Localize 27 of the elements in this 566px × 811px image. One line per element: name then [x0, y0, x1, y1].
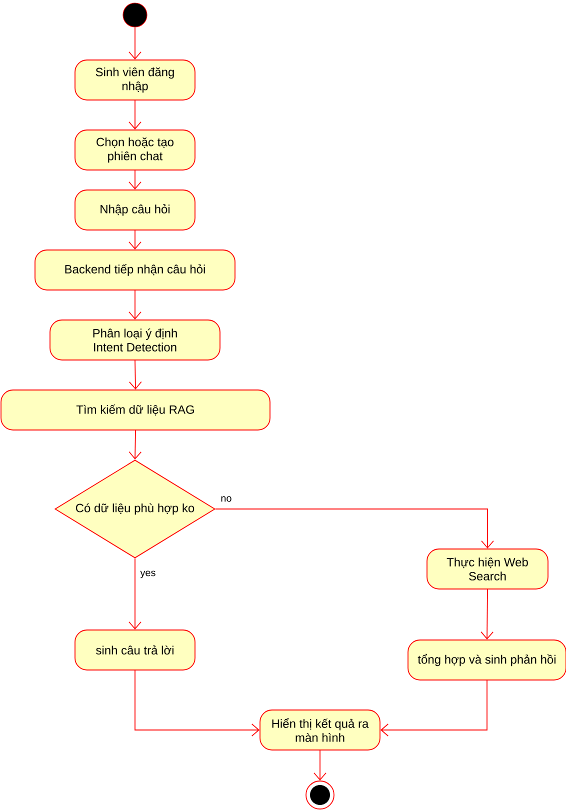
start-node [122, 2, 148, 28]
arrow [128, 230, 142, 250]
arrow [128, 360, 142, 390]
activity-box: Chọn hoặc tạo phiên chat [74, 130, 196, 170]
activity-box: Sinh viên đăng nhập [74, 60, 196, 100]
edge-label: no [220, 495, 233, 503]
arrow [128, 430, 142, 460]
arrow [480, 589, 494, 640]
arrow [215, 508, 494, 549]
arrow [128, 100, 142, 130]
edge-label: yes [139, 570, 157, 580]
activity-box: Thực hiện Web Search [426, 548, 548, 590]
arrow [134, 670, 260, 736]
arrow [128, 290, 142, 320]
end-node [306, 780, 334, 810]
activity-box: Tìm kiếm dữ liệu RAG [0, 390, 270, 430]
arrow [380, 680, 488, 736]
activity-box: Backend tiếp nhận câu hỏi [34, 250, 236, 290]
activity-box: Phân loại ý định Intent Detection [50, 320, 220, 360]
arrow [128, 26, 142, 60]
arrow [128, 558, 142, 630]
arrow [314, 750, 326, 781]
arrow [128, 170, 142, 190]
activity-box: Hiển thị kết quả ra màn hình [260, 710, 380, 750]
activity-box: tổng hợp và sinh phản hồi [408, 640, 566, 680]
activity-box: Nhập câu hỏi [74, 190, 196, 230]
activity-box: sinh câu trả lời [74, 630, 196, 670]
